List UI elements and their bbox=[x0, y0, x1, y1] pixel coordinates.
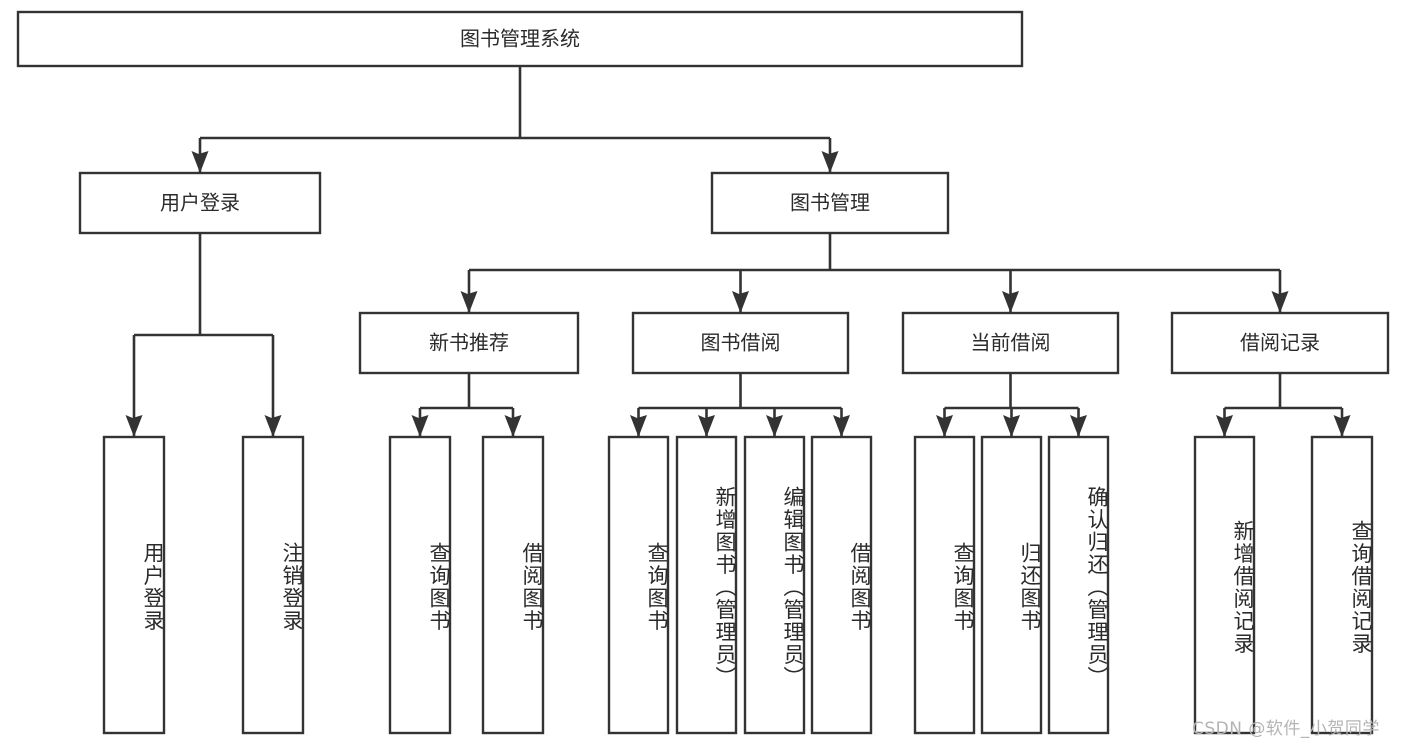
connector-arrow-icon bbox=[1216, 415, 1233, 437]
connector-arrow-icon bbox=[1002, 291, 1019, 313]
node-new-book-rec-box[interactable] bbox=[358, 311, 580, 375]
node-leaf-query-book-2-box[interactable] bbox=[607, 435, 670, 735]
connector-arrow-icon bbox=[1070, 415, 1087, 437]
node-leaf-borrow-book-2-box[interactable] bbox=[810, 435, 873, 735]
connector-arrow-icon bbox=[460, 291, 478, 313]
connector-arrow-icon bbox=[698, 415, 715, 437]
connector-arrow-icon bbox=[1271, 291, 1289, 313]
edges-layer bbox=[125, 66, 1351, 437]
node-leaf-query-book-1-box[interactable] bbox=[388, 435, 452, 735]
connector-arrow-icon bbox=[504, 415, 522, 437]
node-leaf-confirm-return-box[interactable] bbox=[1047, 435, 1110, 735]
csdn-watermark: CSDN @软件_小贺同学 bbox=[1192, 719, 1380, 739]
connector-arrow-icon bbox=[821, 151, 839, 173]
connector-arrow-icon bbox=[125, 415, 143, 437]
boxes-layer bbox=[16, 10, 1390, 735]
node-user-login-box[interactable] bbox=[78, 171, 322, 235]
node-leaf-logout-box[interactable] bbox=[241, 435, 305, 735]
node-new-book-rec-label: 新书推荐 bbox=[429, 331, 509, 355]
connector-arrow-icon bbox=[630, 415, 647, 437]
node-leaf-borrow-book-1-box[interactable] bbox=[481, 435, 545, 735]
connector-arrow-icon bbox=[1333, 415, 1351, 437]
connector-arrow-icon bbox=[833, 415, 850, 437]
node-leaf-query-book-3-box[interactable] bbox=[913, 435, 976, 735]
node-book-manage-box[interactable] bbox=[710, 171, 950, 235]
node-borrow-record-box[interactable] bbox=[1170, 311, 1390, 375]
node-book-borrow-label: 图书借阅 bbox=[701, 331, 781, 355]
node-root-box[interactable] bbox=[16, 10, 1024, 68]
node-root-label: 图书管理系统 bbox=[460, 27, 580, 51]
node-leaf-add-record-box[interactable] bbox=[1193, 435, 1256, 735]
node-leaf-query-record-box[interactable] bbox=[1310, 435, 1374, 735]
connector-arrow-icon bbox=[732, 291, 749, 313]
node-leaf-user-login-box[interactable] bbox=[102, 435, 166, 735]
connector-arrow-icon bbox=[766, 415, 783, 437]
node-book-borrow-box[interactable] bbox=[631, 311, 850, 375]
connector-arrow-icon bbox=[936, 415, 953, 437]
node-current-borrow-box[interactable] bbox=[901, 311, 1120, 375]
node-borrow-record-label: 借阅记录 bbox=[1240, 331, 1320, 355]
connector-arrow-icon bbox=[264, 415, 282, 437]
node-leaf-return-book-box[interactable] bbox=[980, 435, 1043, 735]
connector-arrow-icon bbox=[191, 151, 209, 173]
connector-arrow-icon bbox=[411, 415, 429, 437]
node-leaf-add-book-box[interactable] bbox=[675, 435, 738, 735]
node-leaf-edit-book-box[interactable] bbox=[743, 435, 806, 735]
connector-arrow-icon bbox=[1003, 415, 1020, 437]
node-current-borrow-label: 当前借阅 bbox=[971, 331, 1051, 355]
node-user-login-label: 用户登录 bbox=[160, 191, 240, 215]
node-book-manage-label: 图书管理 bbox=[790, 191, 870, 215]
